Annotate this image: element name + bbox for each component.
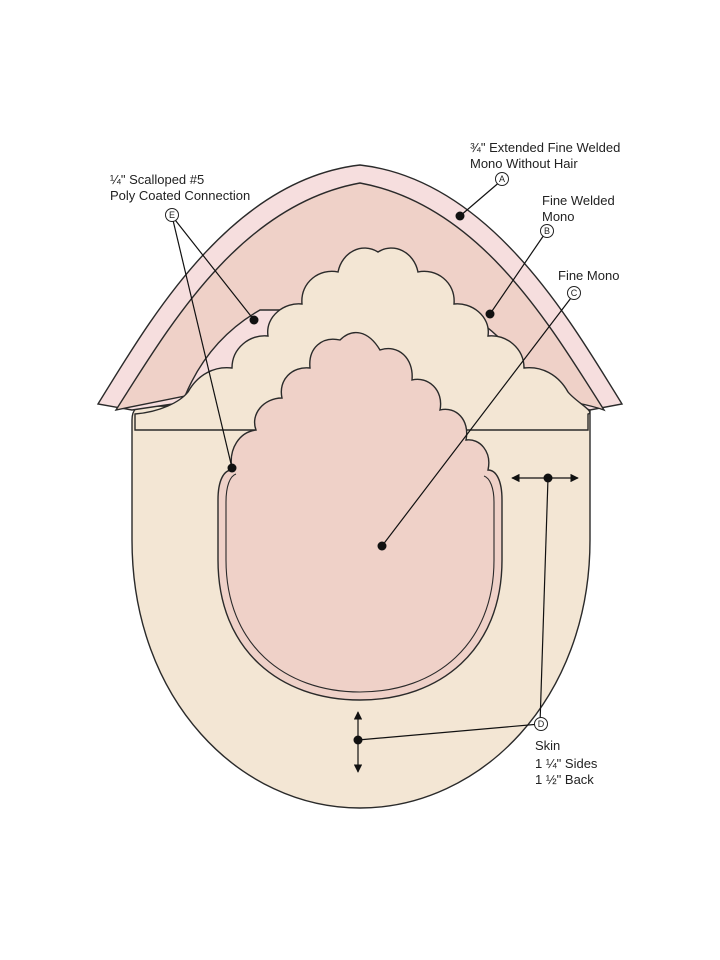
- svg-text:¼" Scalloped #5: ¼" Scalloped #5: [110, 172, 204, 187]
- svg-text:¾" Extended Fine Welded: ¾" Extended Fine Welded: [470, 140, 620, 155]
- label-a: ¾" Extended Fine Welded Mono Without Hai…: [470, 140, 620, 186]
- svg-text:C: C: [571, 288, 578, 298]
- svg-text:A: A: [499, 174, 505, 184]
- label-e: ¼" Scalloped #5 Poly Coated Connection E: [110, 172, 250, 222]
- fine-mono-inner-line: [225, 473, 495, 693]
- leader-a: [455, 179, 503, 221]
- svg-text:1 ½" Back: 1 ½" Back: [535, 772, 594, 787]
- leader-c: [377, 293, 575, 551]
- svg-text:D: D: [538, 719, 545, 729]
- fine-mono-zone: [217, 331, 503, 701]
- svg-text:Skin: Skin: [535, 738, 560, 753]
- leader-b: [485, 231, 547, 319]
- svg-text:1 ¼" Sides: 1 ¼" Sides: [535, 756, 598, 771]
- svg-text:Poly Coated Connection: Poly Coated Connection: [110, 188, 250, 203]
- svg-text:Fine Mono: Fine Mono: [558, 268, 619, 283]
- svg-text:E: E: [169, 210, 175, 220]
- label-d: D Skin 1 ¼" Sides 1 ½" Back: [534, 717, 598, 787]
- svg-text:Mono: Mono: [542, 209, 575, 224]
- label-b: Fine Welded Mono B: [540, 193, 615, 238]
- svg-text:Mono Without Hair: Mono Without Hair: [470, 156, 578, 171]
- svg-text:B: B: [544, 226, 550, 236]
- leader-e: [171, 215, 259, 473]
- label-c: Fine Mono C: [558, 268, 619, 300]
- svg-text:Fine Welded: Fine Welded: [542, 193, 615, 208]
